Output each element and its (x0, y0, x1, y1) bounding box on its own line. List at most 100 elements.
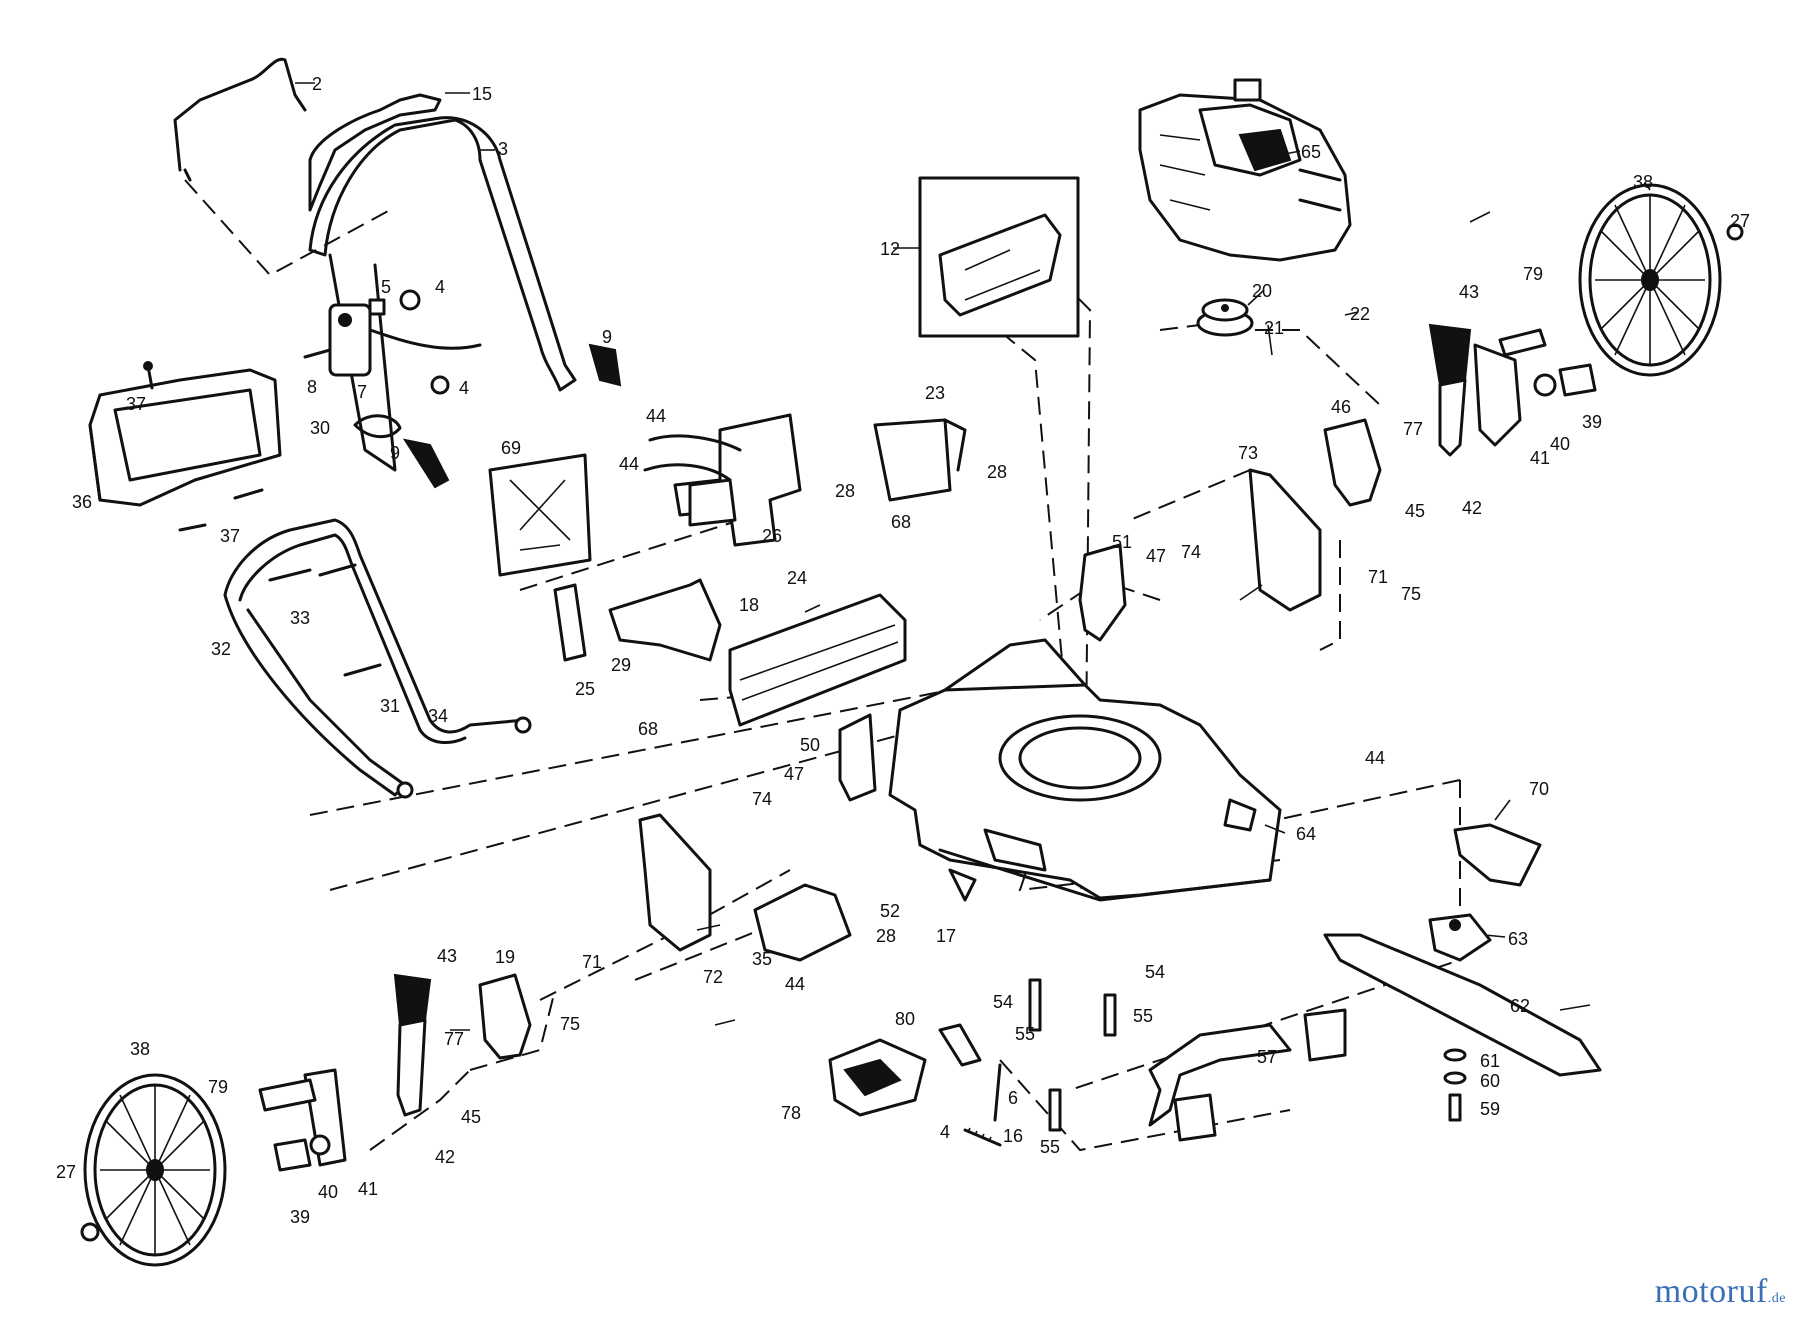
callout-24: 24 (787, 568, 807, 588)
callout-77: 77 (444, 1029, 464, 1049)
baffle-29 (608, 578, 722, 662)
decal-plate-69 (488, 453, 592, 577)
callout-44: 44 (619, 454, 639, 474)
wheel-38-right (1578, 183, 1744, 377)
control-bracket-26 (643, 413, 802, 547)
callout-28: 28 (987, 462, 1007, 482)
callout-5: 5 (381, 277, 391, 297)
cover-23 (873, 418, 967, 502)
pulley-20 (1196, 298, 1273, 356)
callout-17: 17 (936, 926, 956, 946)
callout-69: 69 (501, 438, 521, 458)
callout-77: 77 (1403, 419, 1423, 439)
callout-37: 37 (220, 526, 240, 546)
callout-74: 74 (752, 789, 772, 809)
callout-36: 36 (72, 492, 92, 512)
callout-21: 21 (1264, 318, 1284, 338)
frame-12 (918, 176, 1080, 338)
callout-61: 61 (1480, 1051, 1500, 1071)
washer-61 (1443, 1048, 1467, 1062)
callout-43: 43 (1459, 282, 1479, 302)
rod-6 (993, 1063, 1002, 1122)
axle-left (258, 1078, 331, 1172)
height-adjuster-51 (1078, 543, 1127, 642)
cable-tie-30 (353, 414, 402, 439)
lower-handle-32 (223, 518, 532, 799)
callout-79: 79 (1523, 264, 1543, 284)
spring-16 (963, 1127, 1002, 1147)
callout-65: 65 (1301, 142, 1321, 162)
callout-71: 71 (1368, 567, 1388, 587)
blade-62 (1323, 933, 1602, 1077)
blade-adapter-63 (1428, 913, 1492, 962)
rear-shield-24 (728, 593, 907, 727)
callout-72: 72 (703, 967, 723, 987)
callout-59: 59 (1480, 1099, 1500, 1119)
engine-65 (1138, 78, 1352, 262)
callout-57: 57 (1257, 1047, 1277, 1067)
callout-44: 44 (785, 974, 805, 994)
callout-12: 12 (880, 239, 900, 259)
callout-42: 42 (435, 1147, 455, 1167)
callout-54: 54 (993, 992, 1013, 1012)
callout-74: 74 (1181, 542, 1201, 562)
callout-9: 9 (602, 327, 612, 347)
callout-8: 8 (307, 377, 317, 397)
callout-27: 27 (1730, 211, 1750, 231)
callout-37: 37 (126, 394, 146, 414)
callout-46: 46 (1331, 397, 1351, 417)
callout-30: 30 (310, 418, 330, 438)
bracket-25 (553, 583, 587, 662)
callout-15: 15 (472, 84, 492, 104)
bolt-59 (1448, 1093, 1462, 1122)
callout-34: 34 (428, 706, 448, 726)
callout-2: 2 (312, 74, 322, 94)
callout-45: 45 (1405, 501, 1425, 521)
callout-7: 7 (357, 382, 367, 402)
callout-79: 79 (208, 1077, 228, 1097)
axle-plate-73 (1248, 468, 1322, 612)
callout-29: 29 (611, 655, 631, 675)
callout-70: 70 (1529, 779, 1549, 799)
callout-63: 63 (1508, 929, 1528, 949)
callout-35: 35 (752, 949, 772, 969)
callout-27: 27 (56, 1162, 76, 1182)
bracket-80 (938, 1023, 982, 1067)
height-adjuster-50 (838, 713, 877, 802)
callout-20: 20 (1252, 281, 1272, 301)
callout-28: 28 (876, 926, 896, 946)
callout-80: 80 (895, 1009, 915, 1029)
callout-22: 22 (1350, 304, 1370, 324)
callout-40: 40 (1550, 434, 1570, 454)
callout-19: 19 (495, 947, 515, 967)
callout-60: 60 (1480, 1071, 1500, 1091)
rear-door-36 (88, 361, 282, 532)
callout-39: 39 (290, 1207, 310, 1227)
height-lever-43-right (1428, 323, 1522, 457)
control-housing-78 (828, 1038, 927, 1117)
handle-clamp-9 (402, 343, 622, 489)
callout-68: 68 (891, 512, 911, 532)
callout-55: 55 (1040, 1137, 1060, 1157)
washer-60 (1443, 1071, 1467, 1085)
callout-23: 23 (925, 383, 945, 403)
callout-64: 64 (1296, 824, 1316, 844)
callout-44: 44 (646, 406, 666, 426)
callout-45: 45 (461, 1107, 481, 1127)
deflector-17 (948, 868, 977, 902)
watermark-brand: motoruf (1654, 1273, 1768, 1310)
callout-38: 38 (130, 1039, 150, 1059)
callout-31: 31 (380, 696, 400, 716)
callout-75: 75 (560, 1014, 580, 1034)
spring-bracket-57 (1148, 1008, 1347, 1142)
callout-3: 3 (498, 139, 508, 159)
axle-right (1498, 328, 1597, 397)
height-lever-43-left (303, 973, 432, 1167)
callout-55: 55 (1015, 1024, 1035, 1044)
wheel-bracket-19 (478, 973, 532, 1060)
watermark-suffix: .de (1767, 1291, 1786, 1306)
callout-26: 26 (762, 526, 782, 546)
callout-42: 42 (1462, 498, 1482, 518)
handle-knob-assembly (303, 289, 482, 395)
callout-47: 47 (1146, 546, 1166, 566)
